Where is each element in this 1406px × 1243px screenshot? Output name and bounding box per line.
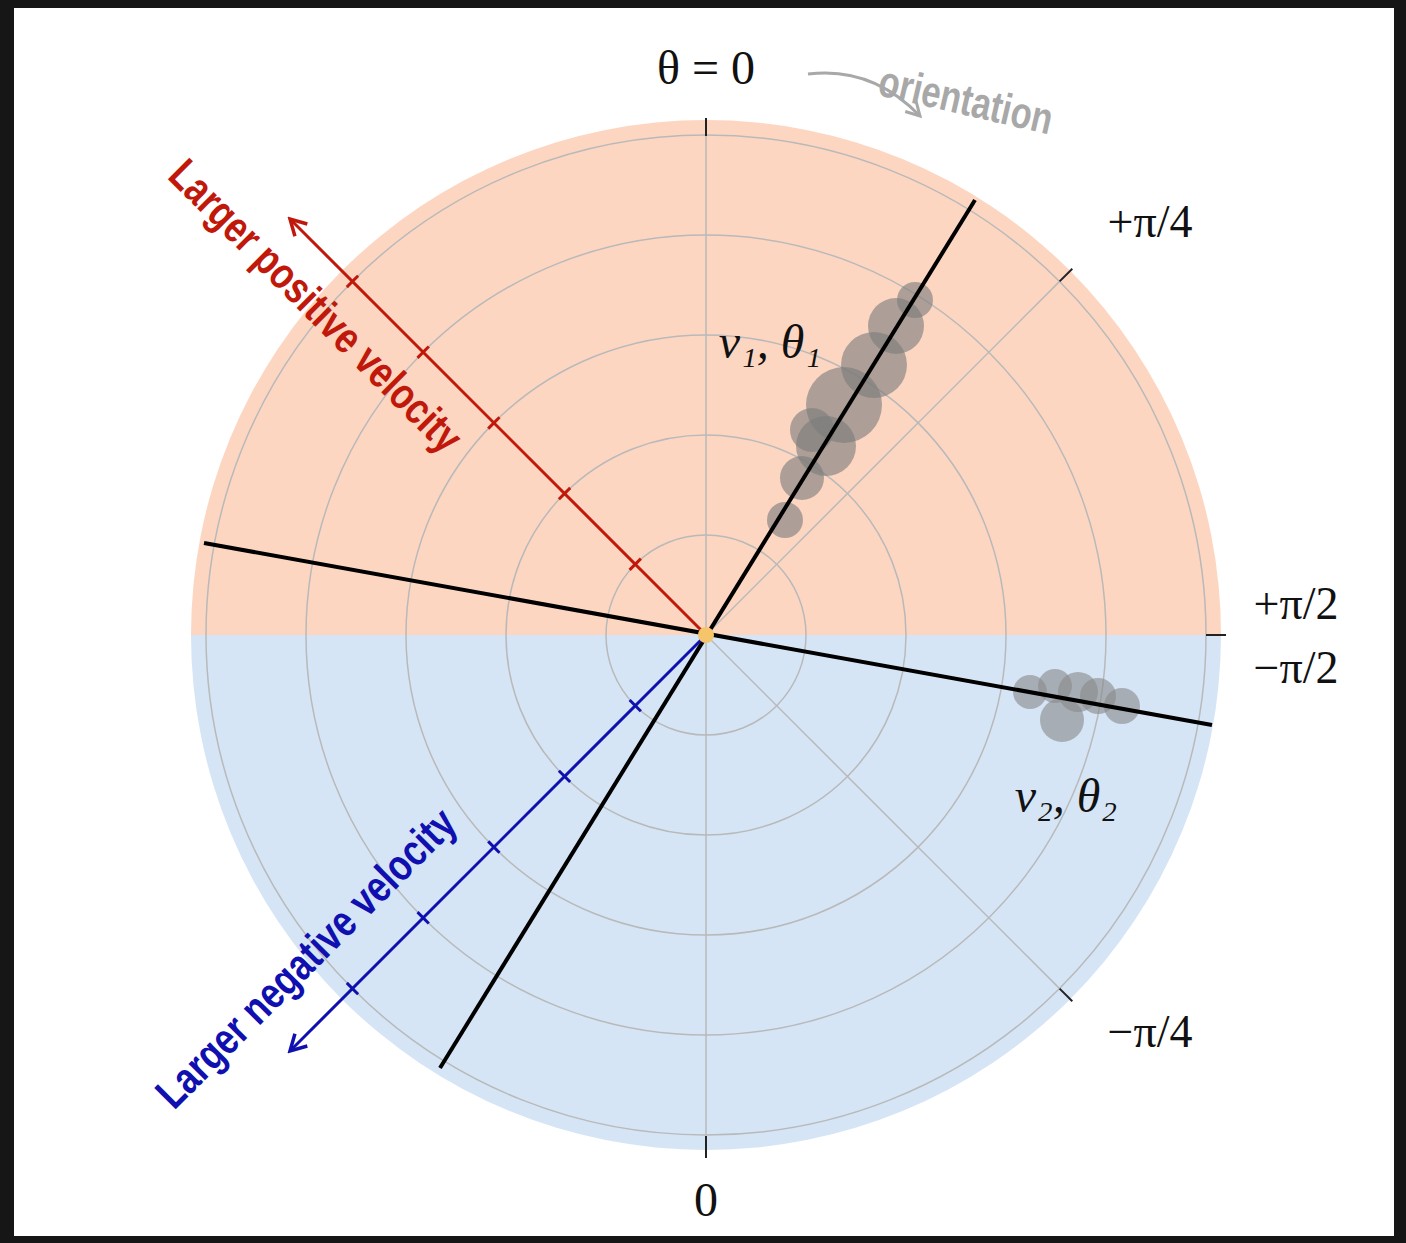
velocity-arrow bbox=[290, 219, 706, 635]
tick bbox=[705, 1136, 707, 1158]
tick bbox=[705, 118, 707, 136]
axis-tick bbox=[347, 983, 358, 994]
angle-label: +π/2 bbox=[1254, 581, 1339, 627]
axis-tick bbox=[630, 700, 641, 711]
axis-tick bbox=[347, 276, 358, 287]
white-panel bbox=[14, 8, 1394, 1236]
angle-label: 0 bbox=[694, 1176, 718, 1224]
cloud-blob bbox=[1040, 698, 1084, 742]
grid-spoke bbox=[706, 281, 1060, 635]
angle-label: −π/4 bbox=[1108, 1009, 1193, 1055]
cloud-blob bbox=[790, 408, 834, 452]
axis-label: Larger negative velocity bbox=[148, 800, 464, 1116]
orientation-line bbox=[440, 200, 975, 1068]
axis-label: Larger positive velocity bbox=[161, 151, 470, 460]
tick bbox=[1206, 634, 1226, 636]
tick bbox=[1060, 269, 1073, 282]
negative-axis bbox=[290, 635, 706, 1051]
orientation-line bbox=[204, 543, 1212, 725]
axis-tick bbox=[630, 559, 641, 570]
cloud-two bbox=[1013, 669, 1140, 742]
angle-label: −π/2 bbox=[1254, 645, 1339, 691]
positive-axis bbox=[290, 219, 706, 635]
cloud-label: v₁, θ₁ bbox=[719, 318, 821, 366]
axis-tick bbox=[418, 912, 429, 923]
polar-grid bbox=[206, 135, 1206, 1135]
axis-tick bbox=[559, 771, 570, 782]
axis-tick bbox=[488, 417, 499, 428]
velocity-arrow bbox=[290, 635, 706, 1051]
angle-label: +π/4 bbox=[1108, 199, 1193, 245]
cloud-label: v₂, θ₂ bbox=[1015, 772, 1117, 820]
axis-tick bbox=[559, 488, 570, 499]
axis-tick bbox=[488, 841, 499, 852]
grid-ring bbox=[206, 135, 1206, 1135]
angle-label: θ = 0 bbox=[657, 44, 755, 92]
orientation-label: orientation bbox=[875, 59, 1058, 142]
axis-tick bbox=[418, 347, 429, 358]
outer-ticks bbox=[706, 118, 1226, 1158]
tick bbox=[1060, 989, 1073, 1002]
origin-dot bbox=[698, 627, 714, 643]
